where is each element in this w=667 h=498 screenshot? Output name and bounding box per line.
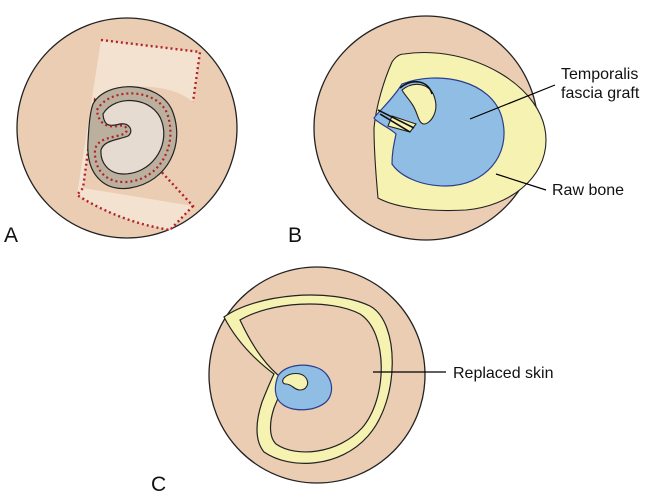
panel-b: Temporalis fascia graft Raw bone B <box>288 16 640 247</box>
panel-b-label-raw-bone: Raw bone <box>552 182 624 199</box>
panel-c-label-replaced-skin: Replaced skin <box>453 365 554 382</box>
panel-b-letter: B <box>288 224 302 247</box>
panel-a-letter: A <box>4 224 18 247</box>
panel-c: Replaced skin C <box>151 267 554 496</box>
panel-b-label-fascia-graft: fascia graft <box>561 85 640 102</box>
panel-b-label-temporalis: Temporalis <box>561 66 638 83</box>
panel-a: A <box>4 18 237 247</box>
panel-c-letter: C <box>151 473 166 496</box>
